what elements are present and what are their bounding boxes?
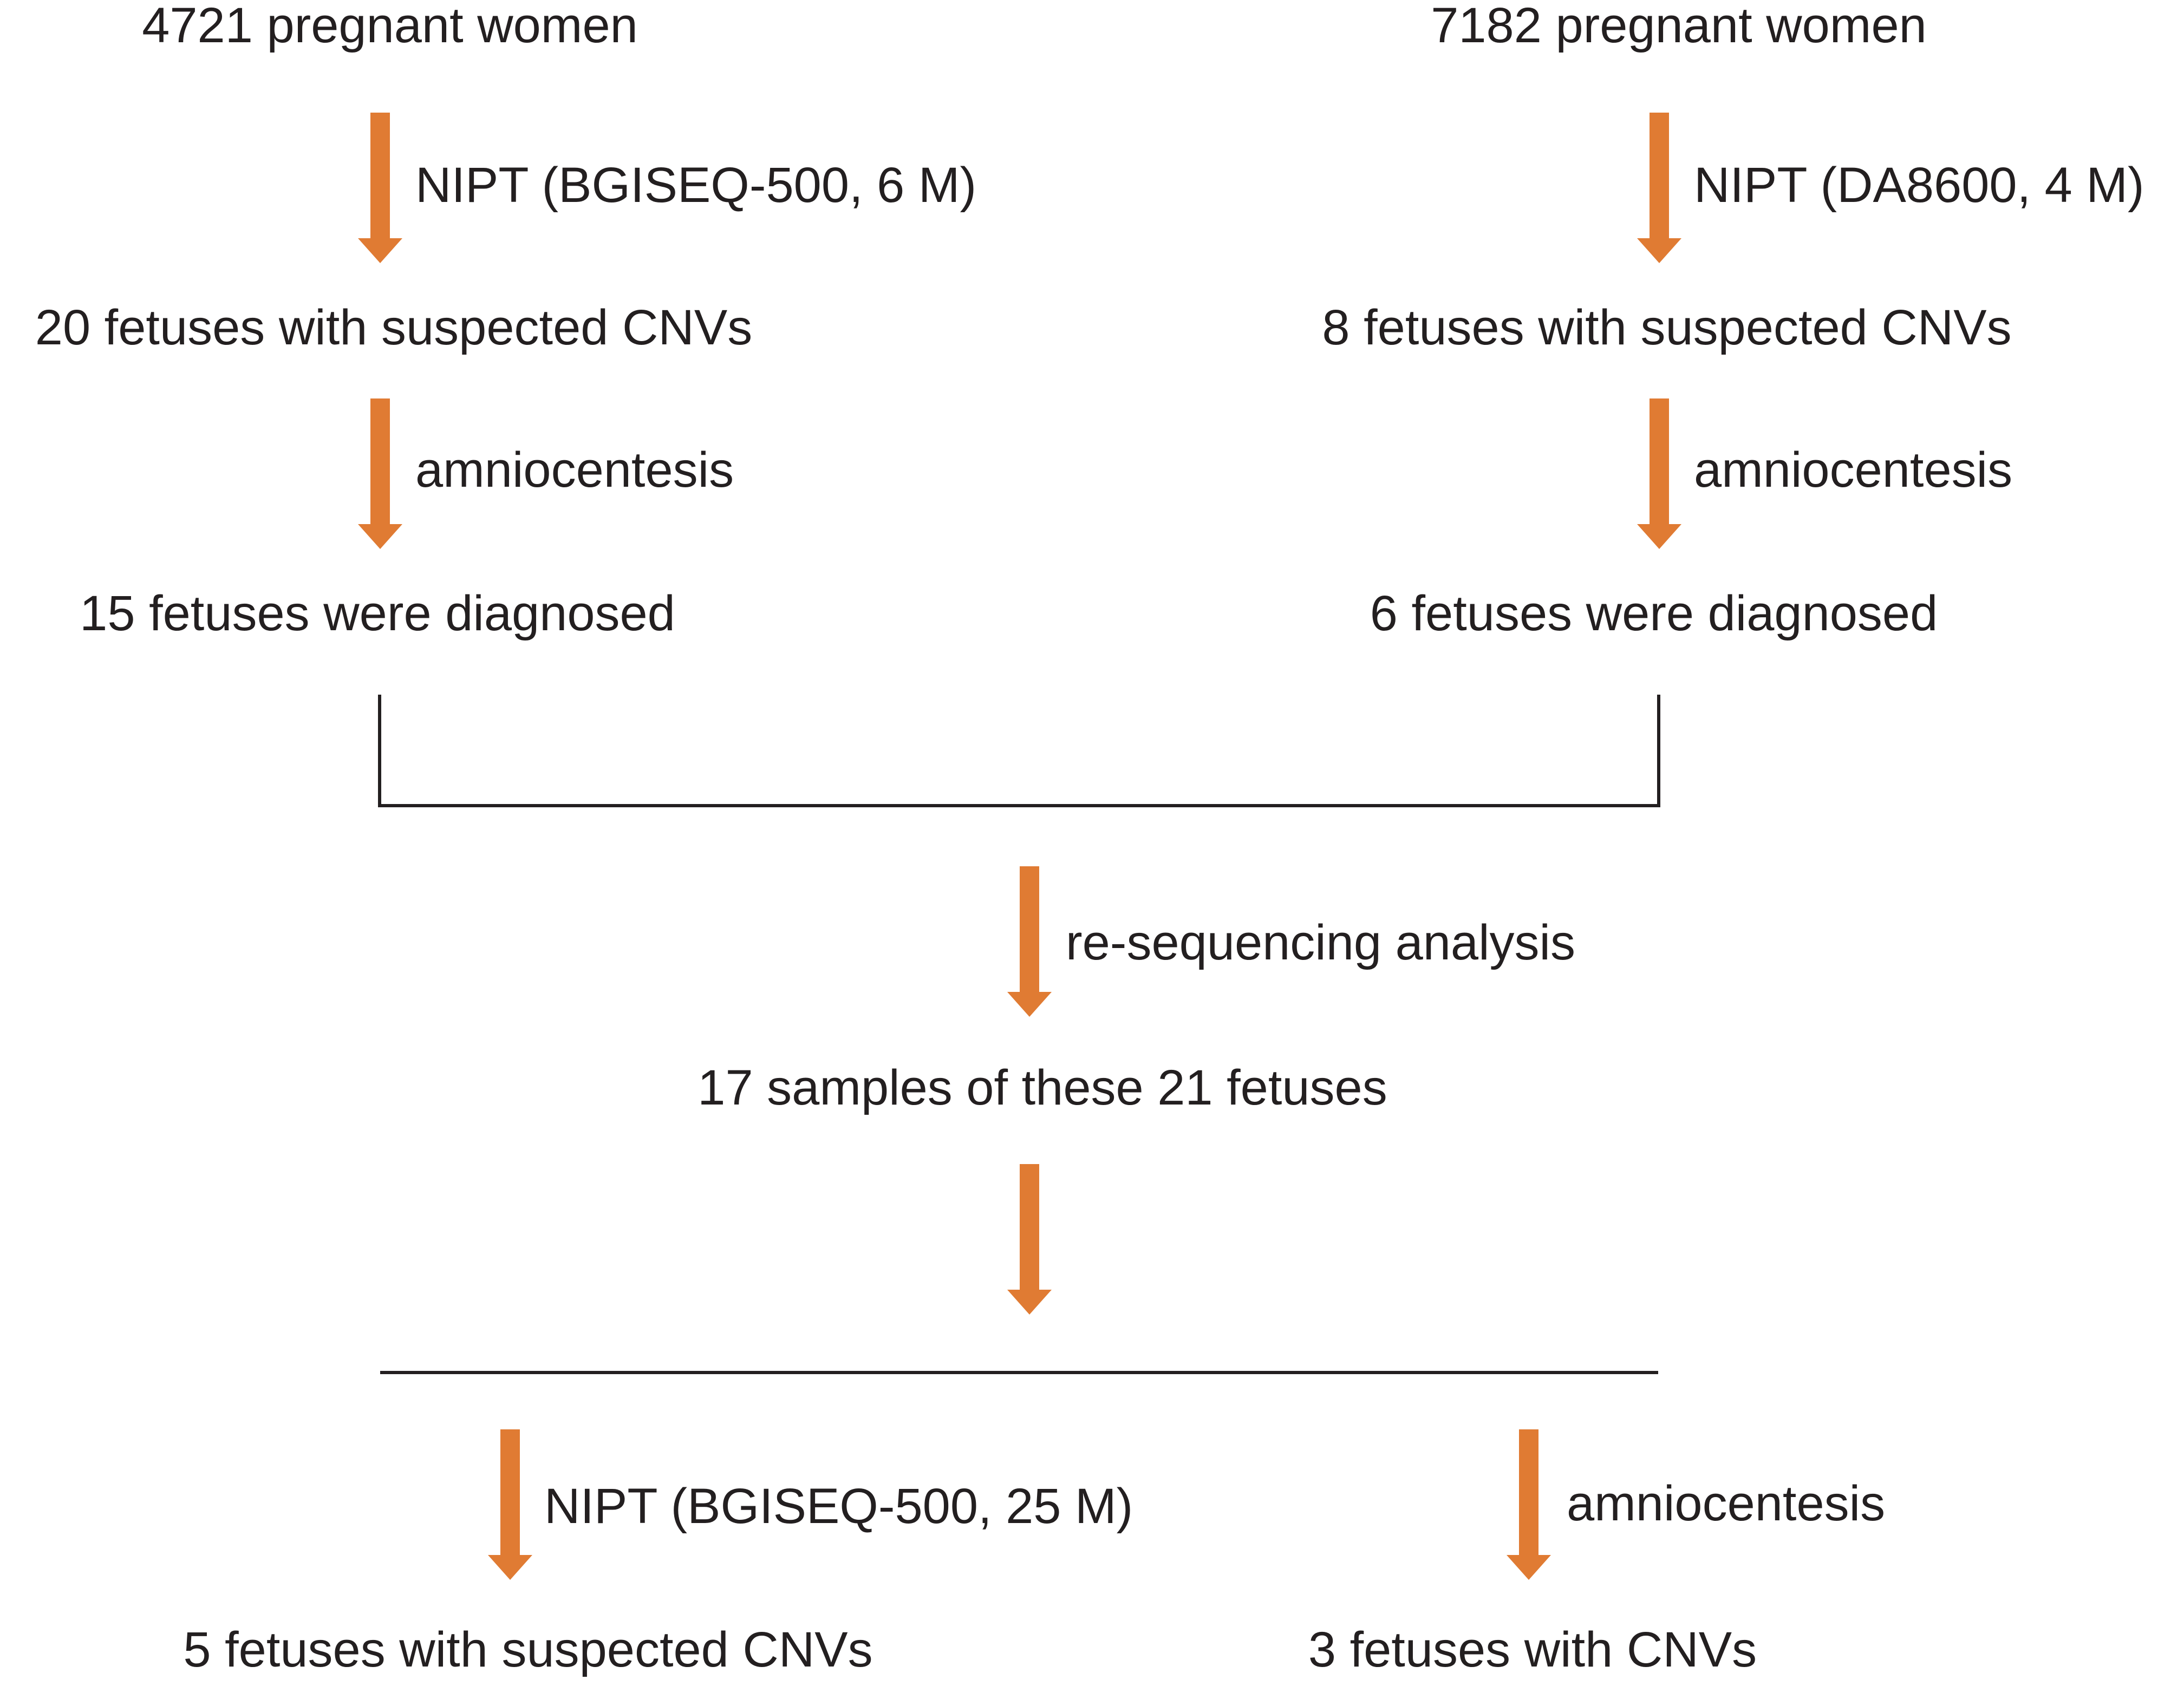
connector-split-horizontal — [380, 1371, 1658, 1374]
arrow-right-nipt — [1637, 113, 1681, 263]
edge-label-left-nipt: NIPT (BGISEQ-500, 6 M) — [415, 158, 977, 213]
edge-label-right-nipt: NIPT (DA8600, 4 M) — [1694, 158, 2144, 213]
node-samples: 17 samples of these 21 fetuses — [697, 1060, 1387, 1115]
arrow-bottom-right-amniocentesis — [1507, 1429, 1551, 1580]
arrow-right-amniocentesis — [1637, 398, 1681, 549]
connector-right-vertical — [1657, 695, 1660, 807]
node-right-women: 7182 pregnant women — [1431, 0, 1927, 53]
node-left-diagnosed: 15 fetuses were diagnosed — [80, 586, 675, 641]
node-right-diagnosed: 6 fetuses were diagnosed — [1370, 586, 1938, 641]
node-bottom-left-result: 5 fetuses with suspected CNVs — [183, 1622, 873, 1677]
arrow-left-nipt — [358, 113, 402, 263]
connector-left-vertical — [378, 695, 381, 807]
arrow-left-amniocentesis — [358, 398, 402, 549]
edge-label-right-amniocentesis: amniocentesis — [1694, 442, 2013, 498]
node-left-suspected: 20 fetuses with suspected CNVs — [35, 300, 753, 355]
edge-label-resequencing: re-sequencing analysis — [1066, 915, 1575, 970]
arrow-bottom-left-nipt — [488, 1429, 532, 1580]
edge-label-bottom-right-amniocentesis: amniocentesis — [1567, 1476, 1886, 1531]
connector-merge-horizontal — [378, 804, 1660, 807]
node-left-women: 4721 pregnant women — [142, 0, 638, 53]
arrow-samples-down — [1007, 1164, 1052, 1315]
edge-label-left-amniocentesis: amniocentesis — [415, 442, 734, 498]
edge-label-bottom-left-nipt: NIPT (BGISEQ-500, 25 M) — [544, 1479, 1133, 1534]
node-bottom-right-result: 3 fetuses with CNVs — [1308, 1622, 1757, 1677]
node-right-suspected: 8 fetuses with suspected CNVs — [1322, 300, 2012, 355]
arrow-resequencing — [1007, 866, 1052, 1017]
